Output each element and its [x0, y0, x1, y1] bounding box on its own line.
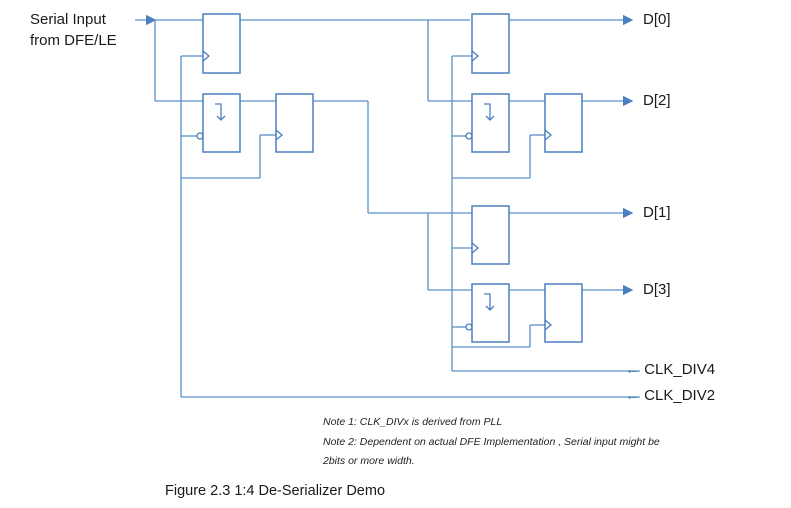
latch-right-upper [465, 93, 510, 153]
clk-div2-label: CLK_DIV2 [644, 387, 716, 404]
flip-flop-d2 [544, 93, 583, 153]
output-d0-label: D[0] [643, 11, 671, 28]
flip-flop-right-top [471, 13, 510, 74]
left-data-wires [240, 100, 472, 214]
lower-right-wires [427, 207, 634, 296]
flip-flop-left-mid [275, 93, 314, 153]
output-d2-label: D[2] [643, 92, 671, 109]
clk-div2-label-row: ← CLK_DIV2 [625, 387, 716, 404]
clk-div4-label: CLK_DIV4 [644, 361, 716, 378]
serial-input-label-line1: Serial Input [30, 11, 106, 28]
note-2-line1: Note 2: Dependent on actual DFE Implemen… [323, 436, 660, 448]
output-d3-label: D[3] [643, 281, 671, 298]
serial-input-label-line2: from DFE/LE [30, 32, 117, 49]
input-wires [135, 14, 470, 102]
clk-div4-label-row: ← CLK_DIV4 [625, 361, 716, 378]
flip-flop-left-top [202, 13, 241, 74]
clk-div2-wires [180, 55, 640, 398]
clk-div4-wires [451, 55, 640, 372]
figure-caption: Figure 2.3 1:4 De-Serializer Demo [165, 483, 386, 499]
note-1: Note 1: CLK_DIVx is derived from PLL [323, 416, 503, 428]
latch-right-lower [465, 283, 510, 343]
output-d1-label: D[1] [643, 204, 671, 221]
flip-flop-right-mid [471, 205, 510, 265]
note-2-line2: 2bits or more width. [323, 455, 415, 467]
flip-flop-d3 [544, 283, 583, 343]
latch-left [196, 93, 241, 153]
upper-right-wires [427, 14, 634, 107]
